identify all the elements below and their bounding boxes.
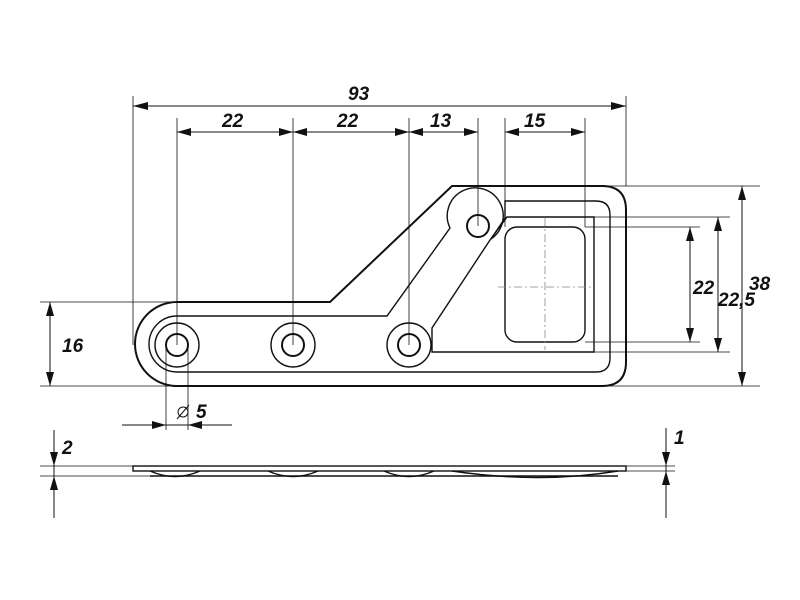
dim-plate-thickness: 1 [674, 428, 685, 449]
window-frame [431, 216, 595, 353]
dim-window-width: 15 [524, 111, 546, 132]
dim-hole-pitch-1: 22 [221, 111, 244, 132]
dimension-lines [46, 102, 746, 430]
dim-end-height: 16 [62, 336, 84, 357]
diameter-symbol [176, 404, 190, 420]
dim-hole-diameter: 5 [196, 402, 207, 423]
inner-rib-contour [148, 187, 611, 373]
dim-slot-height: 22,5 [717, 290, 755, 311]
dim-total-thickness: 2 [61, 438, 73, 459]
dim-overall-height: 38 [749, 274, 771, 295]
part-plan-view [134, 185, 627, 387]
dim-hole-to-slot: 13 [430, 111, 452, 132]
outer-contour [134, 185, 627, 387]
side-dimension-lines [40, 428, 675, 518]
dim-window-height: 22 [692, 278, 715, 299]
dim-overall-length: 93 [348, 84, 370, 105]
part-side-view [132, 465, 627, 479]
extension-lines [40, 96, 760, 387]
dim-hole-pitch-2: 22 [336, 111, 359, 132]
